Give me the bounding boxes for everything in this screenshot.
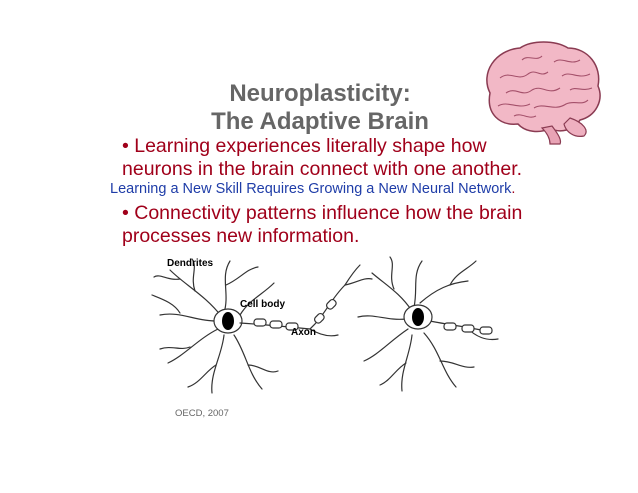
slide-title: Neuroplasticity: The Adaptive Brain — [150, 80, 490, 136]
skill-subline: Learning a New Skill Requires Growing a … — [110, 181, 515, 197]
right-nucleus — [412, 308, 424, 326]
citation: OECD, 2007 — [175, 408, 229, 419]
right-myelin-sheath — [443, 322, 493, 335]
bullet-connectivity-line-2: processes new information. — [122, 225, 360, 247]
left-nucleus — [222, 312, 234, 330]
axon-label: Axon — [291, 327, 316, 338]
title-line-2: The Adaptive Brain — [211, 108, 429, 135]
bullet-connectivity-line-1: • Connectivity patterns influence how th… — [122, 202, 523, 224]
skill-subline-period: . — [511, 181, 516, 197]
skill-subline-text: Learning a New Skill Requires Growing a … — [110, 181, 512, 197]
title-line-1: Neuroplasticity: — [229, 80, 411, 107]
dendrites-label: Dendrites — [167, 258, 214, 269]
bullet-connectivity: • Connectivity patterns influence how th… — [122, 202, 522, 248]
neuron-diagram — [151, 256, 499, 394]
bullet-learning-line-2: neurons in the brain connect with one an… — [122, 158, 523, 180]
cell-body-label: Cell body — [240, 299, 286, 310]
myelin-sheath — [253, 298, 337, 331]
bullet-learning: • Learning experiences literally shape h… — [122, 135, 522, 181]
bullet-learning-line-1: • Learning experiences literally shape h… — [122, 135, 487, 157]
brain-icon — [486, 41, 601, 145]
left-neuron-dendrites — [151, 258, 279, 394]
